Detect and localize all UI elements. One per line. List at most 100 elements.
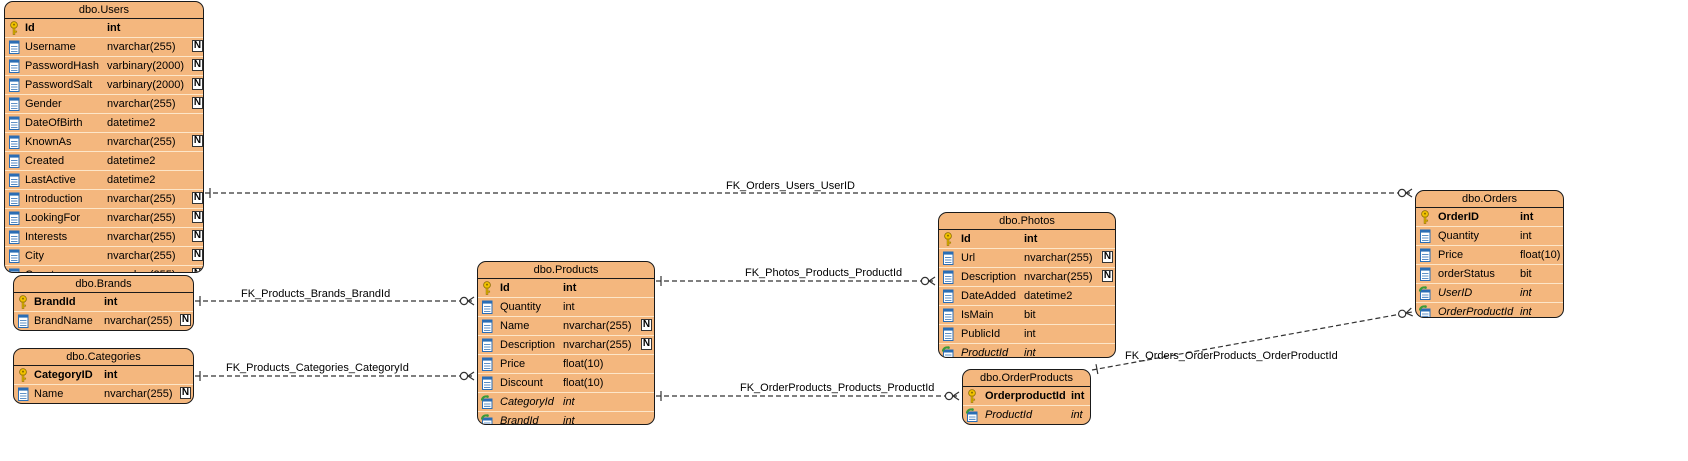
nullable-icon: N <box>192 249 203 261</box>
column-row[interactable]: Countrynvarchar(255)N <box>5 266 203 272</box>
relationship-connector[interactable] <box>656 276 936 286</box>
column-type: nvarchar(255) <box>1024 252 1093 264</box>
crowfoot-marker <box>1405 307 1412 314</box>
relationship-label: FK_Orders_OrderProducts_OrderProductId <box>1125 350 1338 362</box>
column-name: UserID <box>1438 287 1473 299</box>
column-name: Id <box>25 22 35 34</box>
column-name: BrandId <box>500 415 539 425</box>
column-icon <box>1419 248 1431 262</box>
column-name: OrderproductId <box>985 390 1066 402</box>
column-row[interactable]: City nvarchar(255) N <box>5 247 203 266</box>
column-row[interactable]: Id int <box>5 19 203 38</box>
optional-marker <box>459 371 469 381</box>
column-type: int <box>104 369 118 381</box>
column-type: nvarchar(255) <box>107 98 176 110</box>
column-icon <box>1419 267 1431 281</box>
relationship-connector[interactable] <box>195 371 475 381</box>
crowfoot-marker <box>928 276 936 282</box>
column-name: DateAdded <box>961 290 1017 302</box>
column-icon <box>481 338 493 352</box>
relationship-connector[interactable] <box>1091 307 1413 375</box>
relationship-connector[interactable] <box>205 188 1413 198</box>
foreign-key-icon <box>480 395 493 409</box>
column-type: nvarchar(255) <box>107 250 176 262</box>
column-type: bit <box>1520 268 1532 280</box>
nullable-icon: N <box>641 319 652 331</box>
nullable-icon: N <box>192 268 203 272</box>
column-icon <box>8 116 20 130</box>
foreign-key-icon <box>480 414 493 424</box>
relationship-connector[interactable] <box>195 296 475 306</box>
relationship-connector[interactable] <box>656 391 960 401</box>
column-name: IsMain <box>961 309 994 321</box>
column-name: Username <box>25 41 76 53</box>
column-name: Quantity <box>500 301 541 313</box>
column-icon <box>8 78 20 92</box>
relationship-label: FK_Orders_Users_UserID <box>726 180 855 192</box>
key-icon <box>17 295 29 309</box>
optional-marker <box>944 391 954 401</box>
column-type: int <box>107 22 121 34</box>
column-name: City <box>25 250 44 262</box>
column-icon <box>481 357 493 371</box>
relationship-label: FK_OrderProducts_Products_ProductId <box>740 382 935 394</box>
column-type: int <box>104 296 118 308</box>
nullable-icon: N <box>192 211 203 223</box>
column-icon <box>942 327 954 341</box>
column-name: OrderProductId <box>1438 306 1514 318</box>
column-name: Country <box>25 266 64 272</box>
column-type: nvarchar(255) <box>563 339 632 351</box>
foreign-key-icon <box>1418 305 1431 317</box>
column-type: float(10) <box>563 358 604 370</box>
column-icon <box>8 135 20 149</box>
column-type: int <box>563 282 577 294</box>
table-title: dbo.OrderProducts <box>963 370 1090 387</box>
column-type: datetime2 <box>107 155 156 167</box>
